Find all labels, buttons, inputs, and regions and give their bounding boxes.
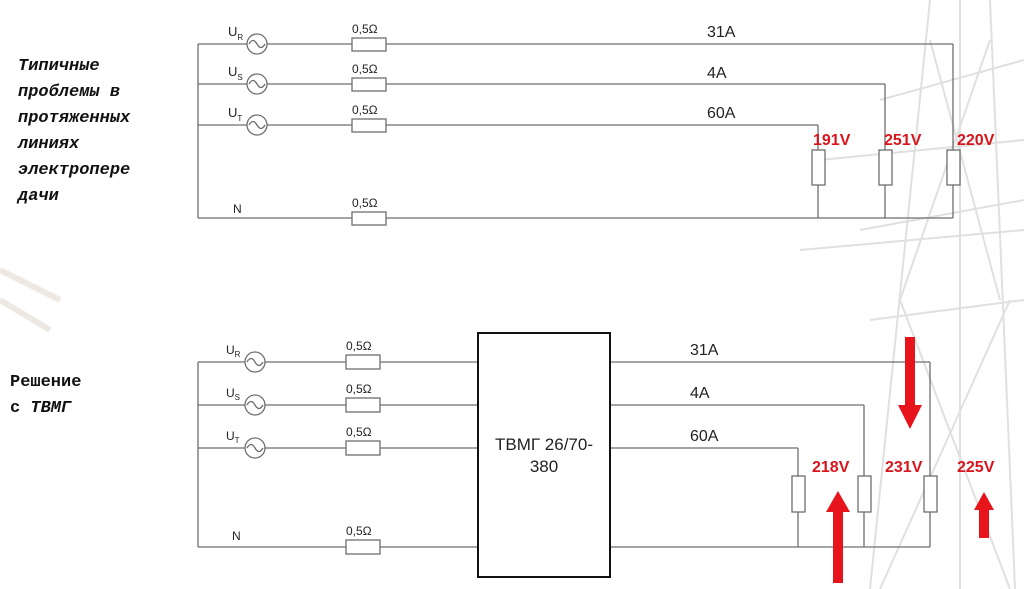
resistance-label: 0,5Ω <box>352 103 378 117</box>
problem-heading-line: Типичные <box>18 57 100 76</box>
load-resistor-icon <box>791 475 806 513</box>
line-resistor-icon <box>345 539 381 555</box>
load-voltage-label: 225V <box>957 459 995 476</box>
load-resistor-icon <box>923 475 938 513</box>
current-label: 60A <box>690 428 719 445</box>
load-voltage-label: 251V <box>884 132 922 149</box>
tvmg-device-label: ТВМГ 26/70- <box>495 435 593 454</box>
source-label: US <box>228 64 243 82</box>
current-label: 31A <box>707 24 736 41</box>
line-resistor-icon <box>345 440 381 456</box>
line-resistor-icon <box>351 77 387 92</box>
source-label: UT <box>228 105 242 123</box>
resistance-label: 0,5Ω <box>346 425 372 439</box>
line-resistor-icon <box>351 118 387 133</box>
resistance-label: 0,5Ω <box>346 382 372 396</box>
load-resistor-icon <box>857 475 872 513</box>
neutral-label: N <box>233 202 242 216</box>
resistance-label: 0,5Ω <box>346 524 372 538</box>
problem-heading-line: линиях <box>18 135 80 154</box>
problem-heading-line: дачи <box>18 187 59 206</box>
current-label: 31A <box>690 342 719 359</box>
resistance-label: 0,5Ω <box>352 196 378 210</box>
resistance-label: 0,5Ω <box>352 62 378 76</box>
sine-wave-icon <box>248 79 266 89</box>
source-label: UT <box>226 429 240 445</box>
load-resistor-icon <box>878 149 893 186</box>
neutral-label: N <box>232 529 241 543</box>
solution-heading-line: с ТВМГ <box>10 396 180 422</box>
resistance-label: 0,5Ω <box>346 339 372 353</box>
line-resistor-icon <box>351 211 387 226</box>
sine-wave-icon <box>246 357 264 367</box>
problem-heading: Типичные проблемы в протяженных линиях э… <box>18 54 188 210</box>
sine-wave-icon <box>246 443 264 453</box>
problem-heading-line: электропере <box>18 161 131 180</box>
load-voltage-label: 231V <box>885 459 923 476</box>
line-resistor-icon <box>351 37 387 52</box>
current-label: 4A <box>690 385 710 402</box>
current-label: 60A <box>707 105 736 122</box>
load-resistor-icon <box>811 149 826 186</box>
resistance-label: 0,5Ω <box>352 22 378 36</box>
tvmg-device-box <box>477 332 611 578</box>
load-resistor-icon <box>946 149 961 186</box>
source-label: UR <box>226 343 241 359</box>
arrow-up-icon <box>974 492 994 538</box>
arrow-up-icon <box>826 491 850 583</box>
solution-prefix: с <box>10 399 21 418</box>
problem-heading-line: протяженных <box>18 109 131 128</box>
source-label: UR <box>228 24 243 42</box>
current-label: 4A <box>707 65 727 82</box>
sine-wave-icon <box>248 120 266 130</box>
line-resistor-icon <box>345 354 381 370</box>
source-label: US <box>226 386 240 402</box>
arrow-down-icon <box>898 337 922 429</box>
solution-device-name: ТВМГ <box>30 399 72 418</box>
solution-heading-line: Решение <box>10 373 82 392</box>
line-resistor-icon <box>345 397 381 413</box>
problem-heading-line: проблемы в <box>18 83 121 102</box>
sine-wave-icon <box>246 400 264 410</box>
sine-wave-icon <box>248 39 266 49</box>
tvmg-device-label: 380 <box>530 457 558 476</box>
load-voltage-label: 218V <box>812 459 850 476</box>
load-voltage-label: 191V <box>813 132 851 149</box>
load-voltage-label: 220V <box>957 132 995 149</box>
solution-heading: Решение с ТВМГ <box>10 370 180 422</box>
